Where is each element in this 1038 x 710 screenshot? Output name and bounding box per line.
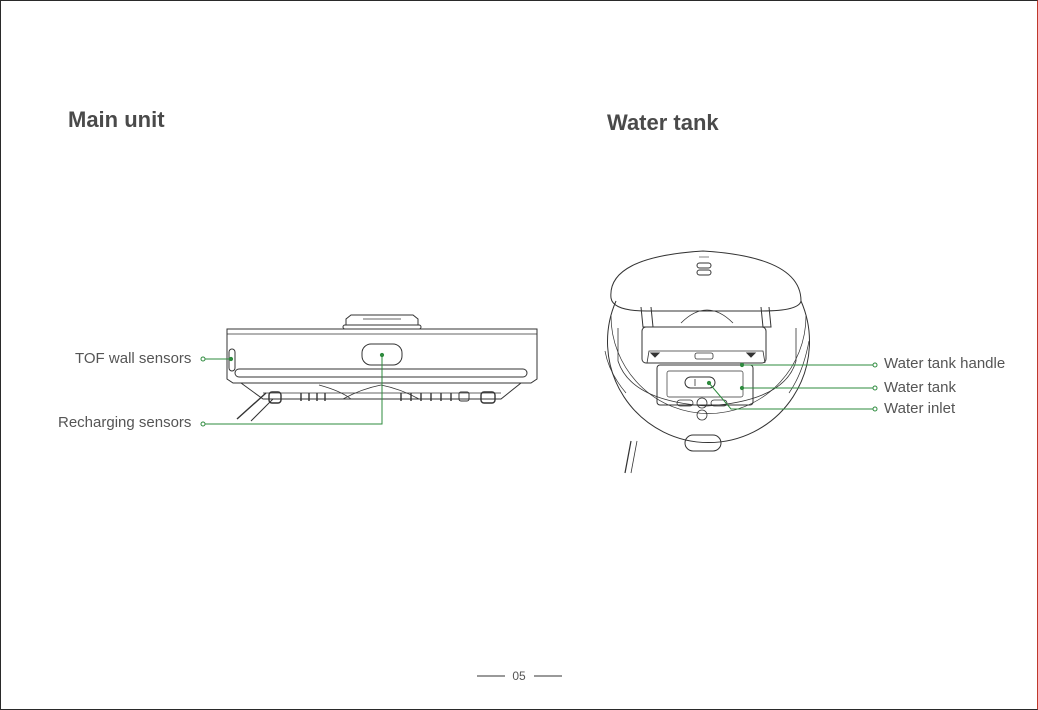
water-tank-handle-label: Water tank handle <box>884 355 1005 372</box>
page-footer: 05 <box>1 667 1037 685</box>
water-inlet-label: Water inlet <box>884 400 955 417</box>
tof-wall-sensors-label: TOF wall sensors <box>75 350 191 367</box>
recharging-sensors-label: Recharging sensors <box>58 414 191 431</box>
page-number: 05 <box>512 669 525 683</box>
callout-lines <box>201 353 877 426</box>
water-tank-label: Water tank <box>884 379 956 396</box>
water-tank-top-view <box>605 251 810 473</box>
